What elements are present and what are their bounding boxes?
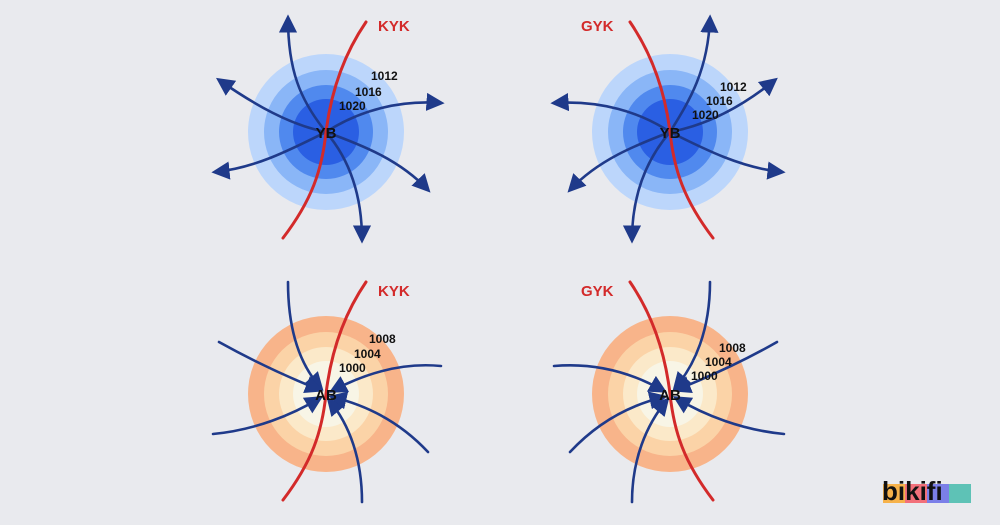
inflow-arrow: [211, 396, 324, 436]
outflow-arrow: [567, 130, 672, 193]
front-line: [628, 280, 715, 502]
isobar-label-middle: 1004: [705, 355, 732, 369]
outflow-arrow: [668, 77, 778, 134]
brand-text: bikifi: [882, 476, 943, 506]
brand-bar: [905, 484, 927, 503]
outflow-arrow: [324, 130, 372, 244]
inflow-arrow: [552, 364, 668, 393]
front-label: KYK: [378, 283, 410, 300]
isobar-label-inner: 1020: [692, 108, 719, 122]
front-label: GYK: [581, 18, 614, 35]
brand-bar: [883, 484, 905, 503]
isobar-label-outer: 1012: [371, 69, 398, 83]
isobar-label-outer: 1012: [720, 80, 747, 94]
panel-low-pressure-warm-front: GYK 1008 1004 1000 AB: [552, 280, 786, 504]
isobar-label-outer: 1008: [369, 332, 396, 346]
isobar-label-inner: 1000: [691, 369, 718, 383]
center-label: AB: [659, 387, 681, 404]
center-label: YB: [316, 125, 337, 142]
front-line: [281, 20, 368, 240]
panel-high-pressure-warm-front: GYK 1012 1016 1020 YB: [550, 14, 786, 244]
isobar-label-middle: 1016: [706, 94, 733, 108]
panel-high-pressure-cold-front: KYK 1012 1016 1020 YB: [211, 14, 445, 244]
brand-bar: [949, 484, 971, 503]
outflow-arrow: [211, 130, 328, 180]
isobar-label-inner: 1020: [339, 99, 366, 113]
outflow-arrow: [550, 92, 672, 134]
brand-bar: [927, 484, 949, 503]
center-label: AB: [315, 387, 337, 404]
inflow-arrow: [630, 397, 670, 504]
outflow-arrow: [622, 130, 672, 244]
inflow-arrow: [217, 340, 324, 394]
isobar-label-middle: 1016: [355, 85, 382, 99]
isobar-label-inner: 1000: [339, 361, 366, 375]
outflow-arrow: [668, 130, 786, 180]
outflow-arrow: [216, 77, 328, 134]
outflow-arrow: [324, 130, 431, 193]
front-label: GYK: [581, 283, 614, 300]
inflow-arrow: [672, 340, 779, 394]
outflow-arrow: [324, 92, 445, 134]
outflow-arrow: [278, 14, 328, 134]
inflow-arrow: [328, 391, 430, 454]
panel-low-pressure-cold-front: KYK 1008 1004 1000 AB: [211, 280, 443, 504]
front-line: [281, 280, 368, 502]
inflow-arrow: [328, 364, 443, 393]
outflow-arrow: [668, 14, 719, 134]
inflow-arrow: [672, 396, 786, 436]
front-label: KYK: [378, 18, 410, 35]
isobar-label-middle: 1004: [354, 347, 381, 361]
center-label: YB: [660, 125, 681, 142]
front-line: [628, 20, 715, 240]
brand-logo: bikifi: [882, 476, 971, 506]
isobar-label-outer: 1008: [719, 341, 746, 355]
